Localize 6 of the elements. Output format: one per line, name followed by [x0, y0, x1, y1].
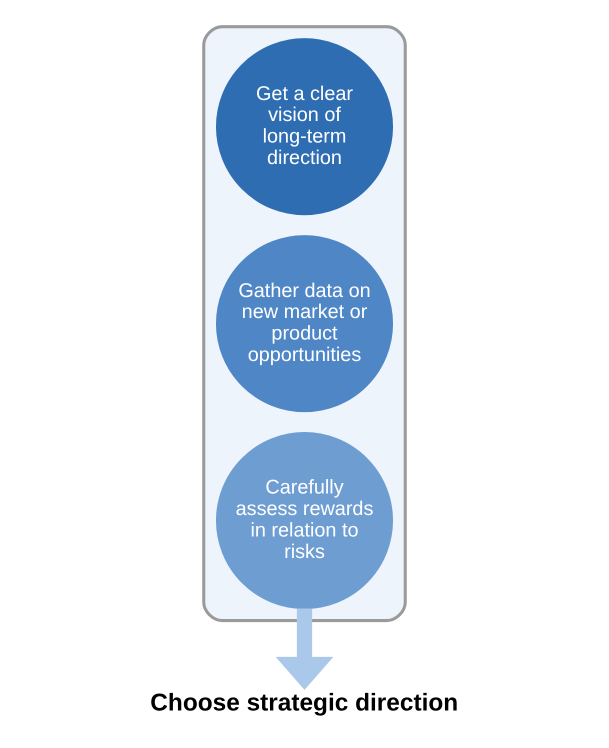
node-circle: Carefully assess rewards in relation to risks: [216, 432, 394, 610]
node-text: Choose strategic direction: [150, 689, 458, 716]
cluster: [202, 25, 407, 622]
node-circle: Get a clear vision of long-term direction: [216, 38, 394, 216]
node-circle: Gather data on new market or product opportunities: [216, 235, 394, 412]
arrow: [276, 608, 334, 690]
